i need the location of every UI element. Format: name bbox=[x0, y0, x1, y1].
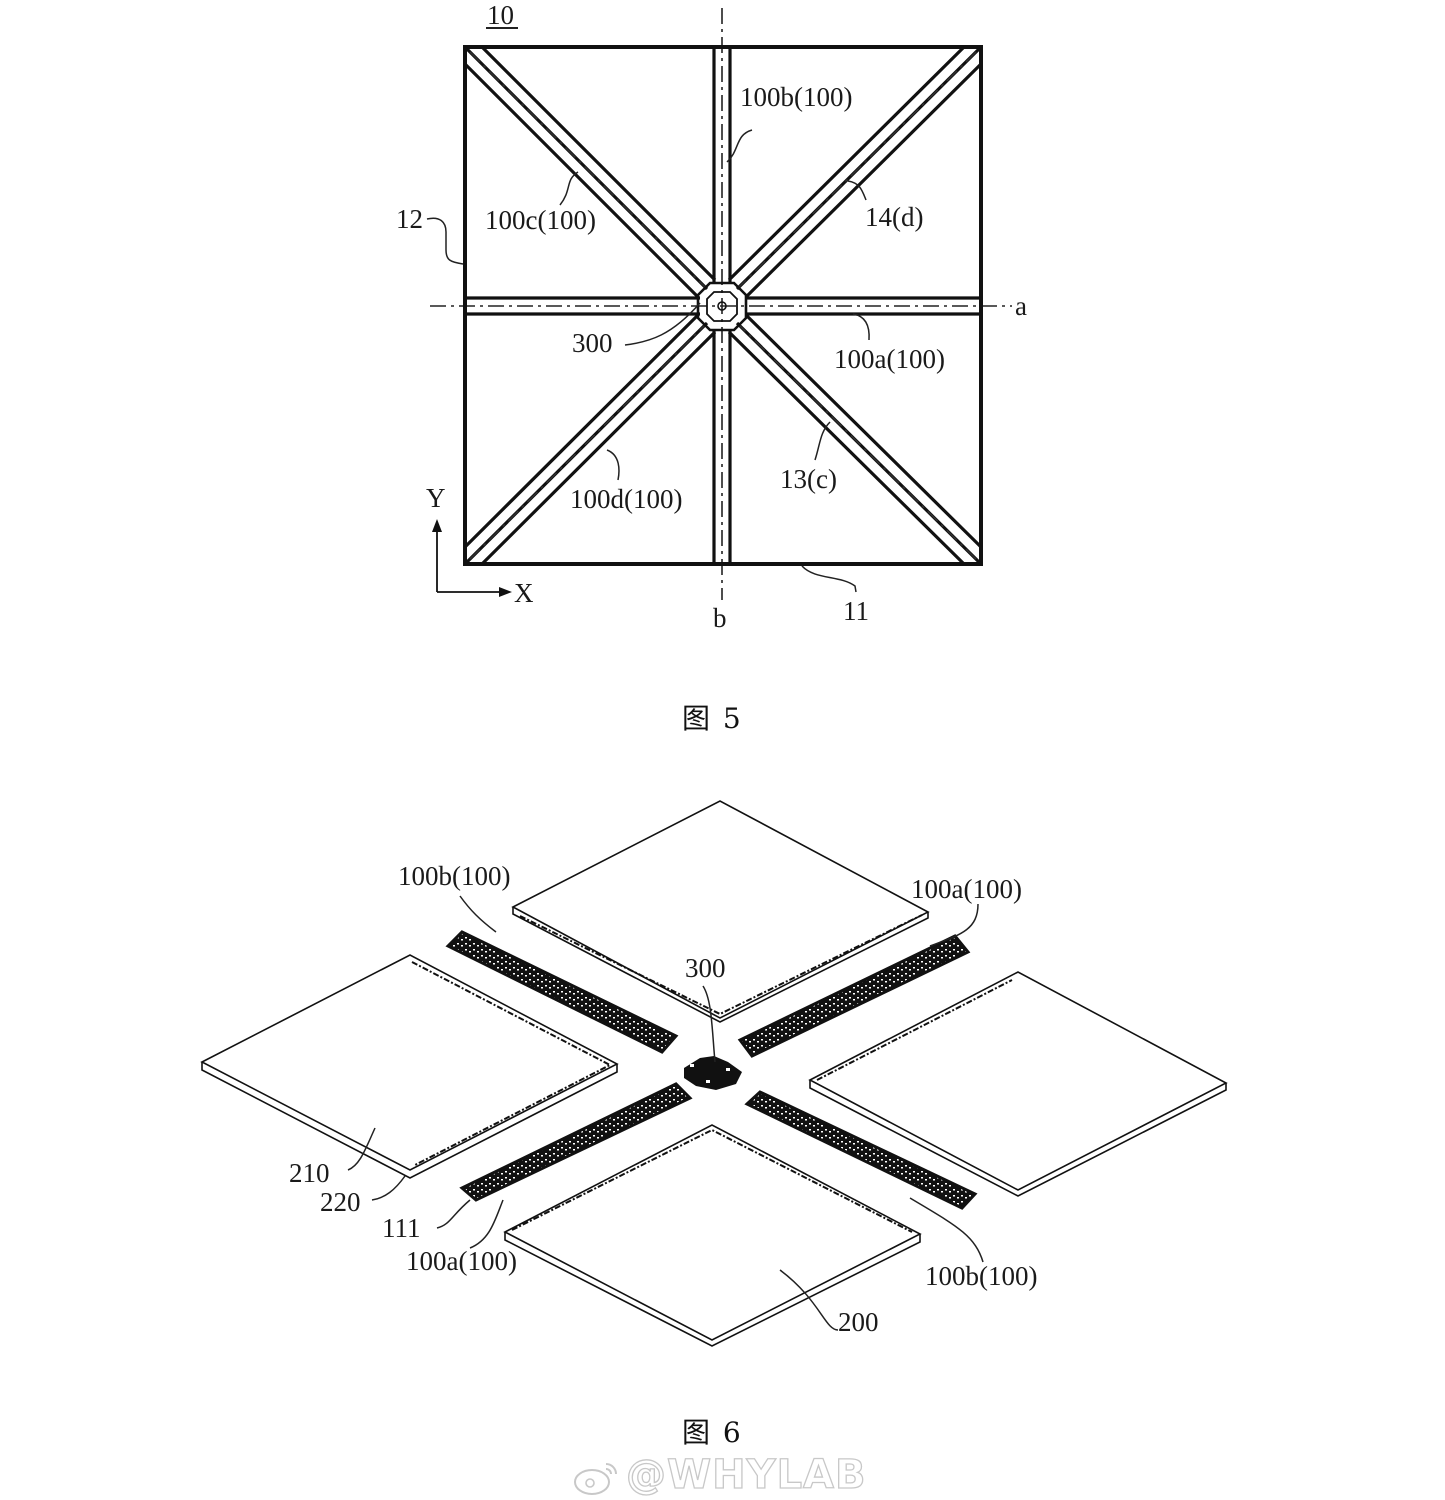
figure-6-exploded-view: 100b(100) 100a(100) 300 210 220 111 100a… bbox=[200, 800, 1228, 1347]
weibo-icon bbox=[574, 1463, 617, 1495]
panel-bottom-200 bbox=[503, 1124, 922, 1347]
axis-x-label: X bbox=[514, 578, 534, 608]
label-100b-100-bottom: 100b(100) bbox=[925, 1261, 1037, 1291]
hinge-100b-bottom-right bbox=[744, 1090, 978, 1210]
hinge-100b-top-left bbox=[445, 930, 679, 1054]
label-100a-100-bottom: 100a(100) bbox=[406, 1246, 517, 1276]
central-connector-300 bbox=[684, 1056, 742, 1090]
central-connector-300 bbox=[696, 281, 748, 332]
label-100b-100-top: 100b(100) bbox=[398, 861, 510, 891]
label-210: 210 bbox=[289, 1158, 330, 1188]
label-100d-100: 100d(100) bbox=[570, 484, 682, 514]
label-100b-100: 100b(100) bbox=[740, 82, 852, 112]
axis-y-label: Y bbox=[426, 483, 446, 513]
axis-a-label: a bbox=[1015, 291, 1027, 321]
label-13c: 13(c) bbox=[780, 464, 837, 494]
xy-axis-indicator bbox=[432, 519, 512, 597]
panel-top bbox=[511, 800, 930, 1023]
label-100a-100: 100a(100) bbox=[834, 344, 945, 374]
label-220: 220 bbox=[320, 1187, 361, 1217]
axis-b-label: b bbox=[713, 603, 727, 633]
label-100c-100: 100c(100) bbox=[485, 205, 596, 235]
figure-6-caption: 图 6 bbox=[682, 1416, 743, 1449]
label-300: 300 bbox=[685, 953, 726, 983]
label-300: 300 bbox=[572, 328, 613, 358]
label-100a-100-top: 100a(100) bbox=[911, 874, 1022, 904]
outer-frame bbox=[463, 45, 983, 566]
figure-5-plan-view: 10 bbox=[396, 0, 1027, 633]
watermark-text: @WHYLAB bbox=[625, 1451, 867, 1498]
label-11: 11 bbox=[843, 596, 869, 626]
panel-left bbox=[200, 954, 619, 1179]
figure-5-id-label: 10 bbox=[487, 0, 514, 30]
hinge-100a-top-right bbox=[737, 934, 971, 1058]
label-12: 12 bbox=[396, 204, 423, 234]
label-14d: 14(d) bbox=[865, 202, 923, 232]
label-111: 111 bbox=[382, 1213, 421, 1243]
figure-5-caption: 图 5 bbox=[682, 702, 743, 735]
panel-right bbox=[808, 971, 1228, 1197]
label-200: 200 bbox=[838, 1307, 879, 1337]
hinge-100a-bottom-left bbox=[459, 1082, 693, 1202]
